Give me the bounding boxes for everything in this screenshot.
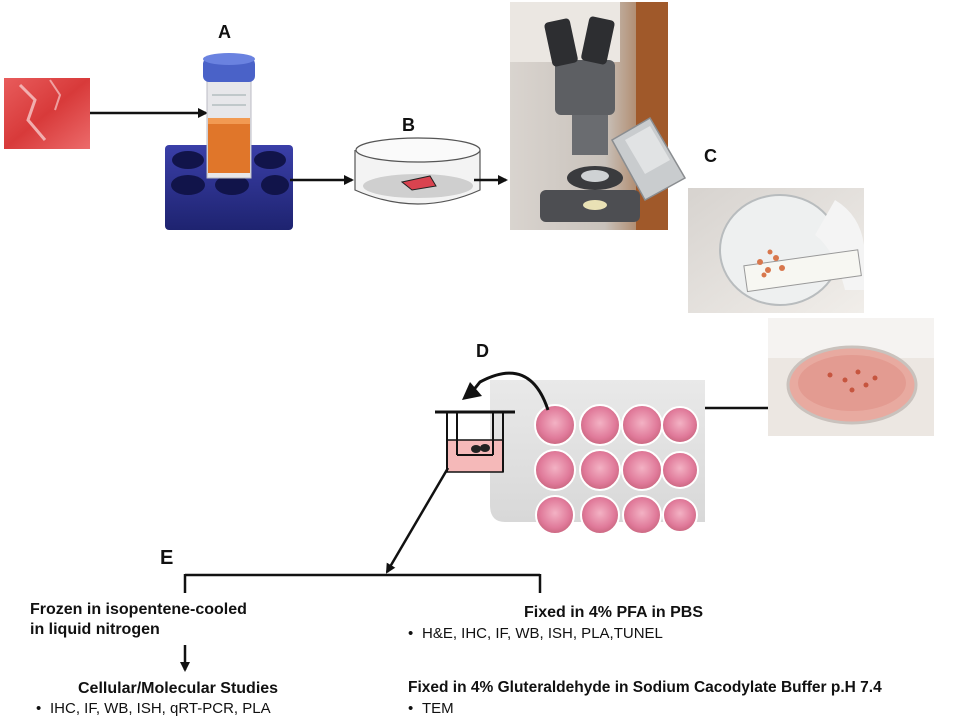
pfa-branch-items: • H&E, IHC, IF, WB, ISH, PLA,TUNEL bbox=[408, 624, 663, 644]
pfa-branch-title: Fixed in 4% PFA in PBS bbox=[524, 604, 703, 621]
cellular-studies-list: IHC, IF, WB, ISH, qRT-PCR, PLA bbox=[50, 700, 271, 717]
tissue-pieces-ruler-photo bbox=[688, 188, 864, 313]
panel-label-b: B bbox=[402, 115, 415, 135]
branch-bracket bbox=[183, 573, 542, 593]
pfa-items-list: H&E, IHC, IF, WB, ISH, PLA,TUNEL bbox=[422, 625, 663, 642]
curved-arrow-plate-to-insert bbox=[470, 371, 550, 411]
petri-dish-illustration bbox=[354, 137, 481, 205]
frozen-title-line1: Frozen in isopentene-cooled bbox=[30, 601, 247, 618]
tissue-pieces-medium-photo bbox=[768, 318, 934, 436]
panel-label-e: E bbox=[160, 547, 174, 569]
frozen-title-line2: in liquid nitrogen bbox=[30, 621, 160, 638]
cellular-studies-title: Cellular/Molecular Studies bbox=[78, 680, 279, 697]
panel-label-c: C bbox=[704, 146, 717, 166]
tube-in-rack-illustration bbox=[165, 53, 293, 230]
panel-label-d: D bbox=[476, 341, 489, 361]
bullet: • bbox=[36, 700, 42, 717]
well-plate-photo bbox=[490, 380, 705, 535]
cellular-studies-items: • IHC, IF, WB, ISH, qRT-PCR, PLA bbox=[36, 699, 271, 719]
transwell-insert-diagram bbox=[435, 410, 515, 473]
wells bbox=[534, 404, 699, 535]
panel-label-a: A bbox=[218, 22, 231, 42]
arrow-insert-to-branches bbox=[385, 467, 450, 574]
bullet: • bbox=[408, 625, 414, 642]
microscope-photo bbox=[510, 2, 687, 230]
frozen-branch-title: Frozen in isopentene-cooled in liquid ni… bbox=[30, 600, 247, 640]
tissue-photo bbox=[4, 78, 90, 149]
glut-branch-items: • TEM bbox=[408, 699, 454, 719]
bullet: • bbox=[408, 700, 414, 717]
glut-items-list: TEM bbox=[422, 700, 454, 717]
glut-branch-title: Fixed in 4% Gluteraldehyde in Sodium Cac… bbox=[408, 679, 882, 696]
